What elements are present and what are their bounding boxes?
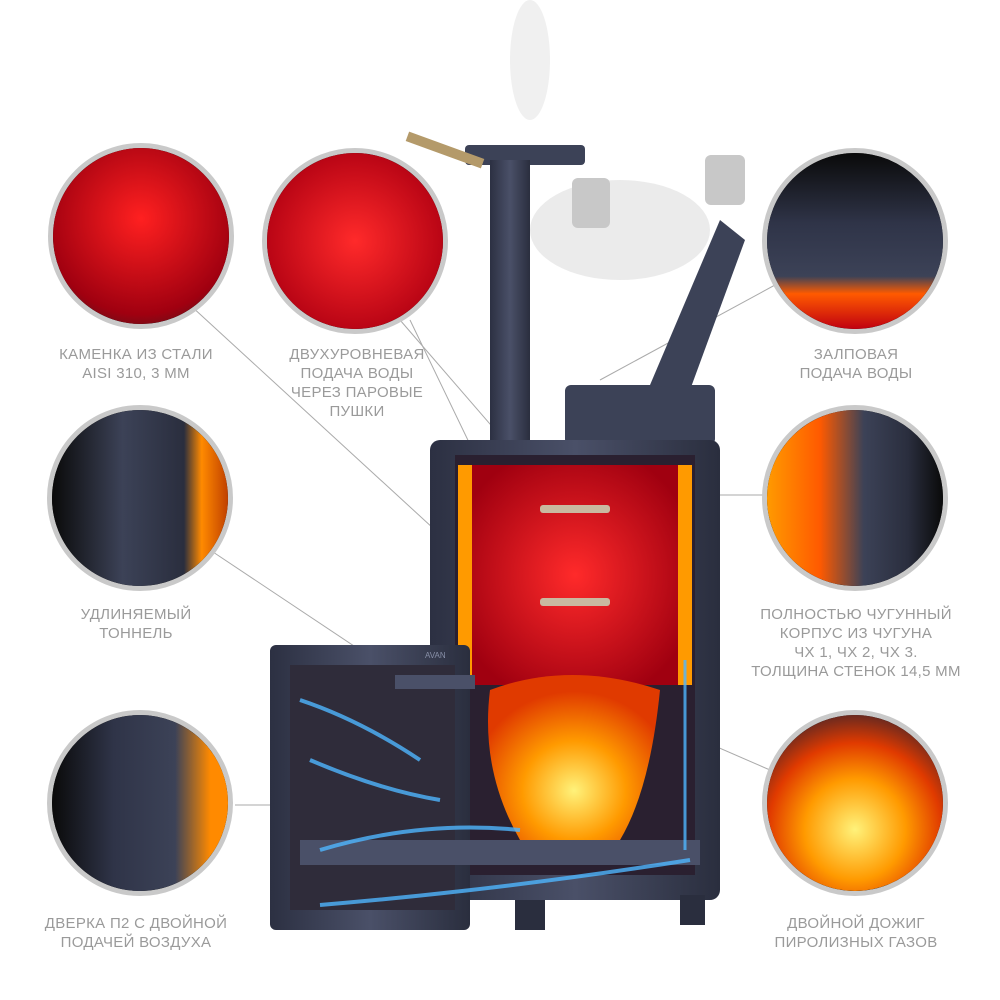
label-line: ТОННЕЛЬ bbox=[99, 625, 173, 642]
detail-circle-cast-iron-body bbox=[762, 405, 948, 591]
label-door: ДВЕРКА П2 С ДВОЙНОЙ ПОДАЧЕЙ ВОЗДУХА bbox=[45, 914, 227, 952]
label-cast-iron-body: ПОЛНОСТЬЮ ЧУГУННЫЙ КОРПУС ИЗ ЧУГУНА ЧХ 1… bbox=[751, 605, 961, 681]
detail-circle-steam-guns bbox=[262, 148, 448, 334]
label-line: КОРПУС ИЗ ЧУГУНА bbox=[779, 625, 933, 642]
brand-logo: AVAN bbox=[425, 651, 446, 660]
label-line: ПОЛНОСТЬЮ ЧУГУННЫЙ bbox=[760, 606, 952, 623]
label-water-supply: ДВУХУРОВНЕВАЯ ПОДАЧА ВОДЫ ЧЕРЕЗ ПАРОВЫЕ … bbox=[289, 345, 424, 421]
detail-circle-tunnel bbox=[47, 405, 233, 591]
detail-circle-volley-supply bbox=[762, 148, 948, 334]
detail-circle-stone-box bbox=[48, 143, 234, 329]
label-line: ЧЕРЕЗ ПАРОВЫЕ bbox=[290, 384, 424, 401]
label-line: ДВОЙНОЙ ДОЖИГ bbox=[787, 915, 925, 932]
label-stone-box: КАМЕНКА ИЗ СТАЛИ AISI 310, 3 ММ bbox=[59, 345, 213, 383]
detail-circle-door bbox=[47, 710, 233, 896]
label-line: ПИРОЛИЗНЫХ ГАЗОВ bbox=[774, 934, 938, 951]
label-line: ЗАЛПОВАЯ bbox=[813, 346, 899, 363]
label-line: ДВЕРКА П2 С ДВОЙНОЙ bbox=[44, 915, 228, 932]
label-afterburn: ДВОЙНОЙ ДОЖИГ ПИРОЛИЗНЫХ ГАЗОВ bbox=[774, 914, 937, 952]
label-volley-supply: ЗАЛПОВАЯ ПОДАЧА ВОДЫ bbox=[800, 345, 913, 383]
label-line: ДВУХУРОВНЕВАЯ bbox=[289, 346, 425, 363]
label-line: ПОДАЧЕЙ ВОЗДУХА bbox=[60, 934, 212, 951]
label-line: ПОДАЧА ВОДЫ bbox=[300, 365, 414, 382]
label-line: AISI 310, 3 ММ bbox=[82, 365, 190, 382]
detail-circle-afterburn bbox=[762, 710, 948, 896]
label-line: УДЛИНЯЕМЫЙ bbox=[80, 606, 192, 623]
label-line: КАМЕНКА ИЗ СТАЛИ bbox=[59, 346, 213, 363]
label-line: ПУШКИ bbox=[329, 403, 385, 420]
label-line: ЧХ 1, ЧХ 2, ЧХ 3. bbox=[794, 644, 918, 661]
label-tunnel: УДЛИНЯЕМЫЙ ТОННЕЛЬ bbox=[81, 605, 192, 643]
label-line: ПОДАЧА ВОДЫ bbox=[799, 365, 913, 382]
label-line: ТОЛЩИНА СТЕНОК 14,5 ММ bbox=[751, 663, 961, 680]
